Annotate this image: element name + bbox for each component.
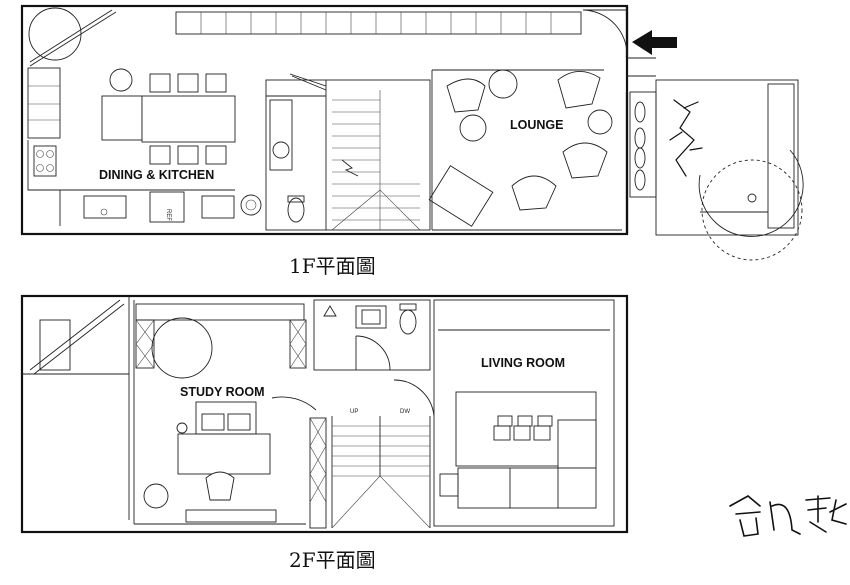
wall-cabinets (175, 11, 582, 35)
study-furniture (143, 396, 317, 509)
dining-kitchen-label: DINING & KITCHEN (99, 168, 214, 182)
floor2-outer-wall (20, 294, 629, 534)
refrigerator (149, 191, 185, 223)
entrance-arrow-icon (632, 30, 677, 55)
garden (625, 57, 804, 261)
living-room-furniture (393, 299, 615, 527)
sink-icon (83, 195, 127, 219)
floor2-stairs (309, 416, 431, 529)
dining-table (101, 68, 236, 165)
lounge-furniture (428, 69, 622, 231)
entrance-door-swing (582, 9, 628, 57)
study-shelves (133, 300, 307, 525)
tree-icon (240, 194, 262, 216)
floor1-caption: 1F平面圖 (289, 254, 376, 278)
living-room-label: LIVING ROOM (481, 356, 565, 370)
floor2-caption: 2F平面圖 (289, 548, 376, 572)
toilet-icon (399, 309, 417, 335)
ref-label: REF (165, 209, 171, 221)
floor1-plan: REF DINING & KITCHEN (20, 4, 804, 278)
void-area (22, 296, 130, 520)
planter-circle (28, 7, 82, 61)
floor1-core (265, 73, 431, 231)
floor2-plan: STUDY ROOM (20, 294, 629, 572)
stairs-up-label: UP (350, 409, 358, 415)
tree-icon (698, 149, 804, 237)
kitchen-counter: REF (27, 67, 235, 226)
handwritten-signature (729, 495, 847, 537)
stairs-down-label: DW (400, 409, 410, 415)
study-room-label: STUDY ROOM (180, 385, 265, 399)
sink-icon (272, 141, 290, 159)
lounge-label: LOUNGE (510, 118, 563, 132)
floor2-bathroom (313, 299, 431, 371)
stove-icon (33, 145, 57, 177)
toilet-icon (287, 197, 305, 223)
